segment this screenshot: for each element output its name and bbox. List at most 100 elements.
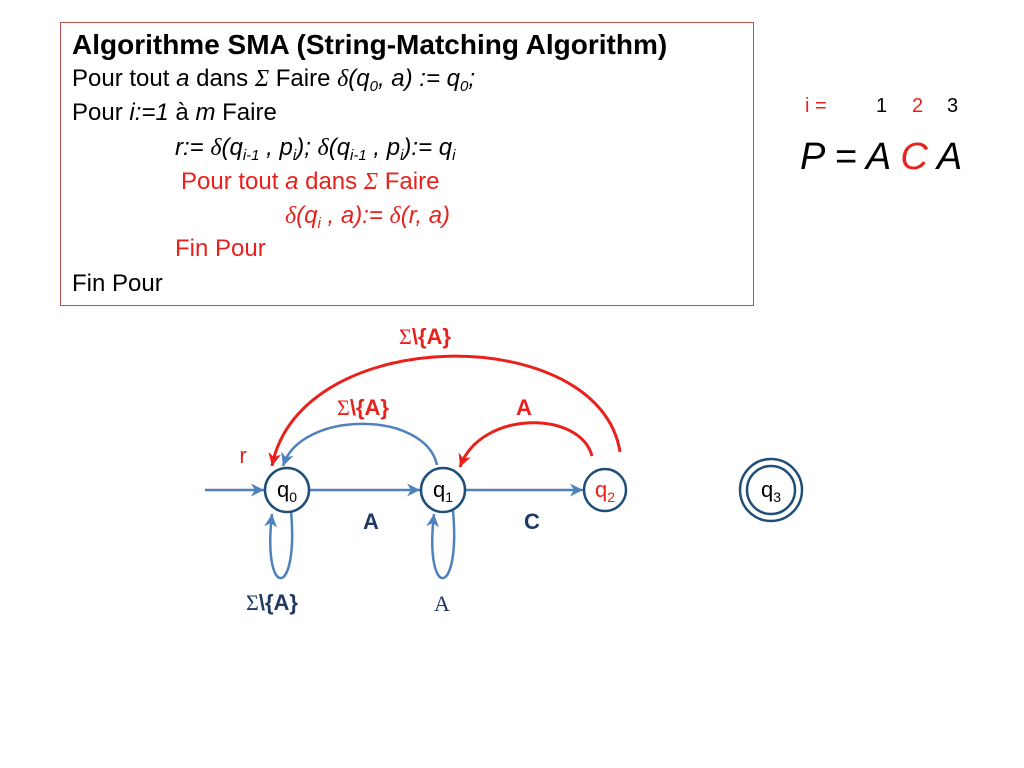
label-q2-q0: Σ\{A}	[399, 324, 451, 349]
text-segment: dans	[298, 168, 364, 195]
state-q3-inner	[745, 464, 797, 516]
pattern-segment: P = A	[800, 136, 901, 178]
sigma-symbol: Σ	[254, 66, 270, 92]
index-3: 3	[947, 95, 959, 117]
text-segment: dans	[189, 65, 255, 92]
loop-q1	[431, 510, 456, 580]
subscript: i	[400, 147, 404, 164]
state-labels: q0 q1 q2 q3	[277, 477, 781, 505]
edge-q1-q0-arrowhead	[281, 451, 294, 466]
state-label-q3: q3	[761, 477, 781, 505]
state-label-q0: q0	[277, 477, 297, 505]
state-subscript: 3	[773, 489, 781, 505]
sigma-symbol: Σ	[363, 169, 379, 195]
text-segment: Pour	[72, 99, 130, 126]
text-segment: r:=	[175, 134, 211, 161]
state-subscript: 0	[289, 489, 297, 505]
sigma-symbol: Σ	[337, 395, 350, 420]
delta-symbol: δ	[337, 66, 349, 92]
state-q1	[419, 466, 467, 514]
algorithm-line-4: Pour tout a dans Σ Faire	[181, 165, 439, 199]
label-text: \{A}	[412, 324, 452, 349]
text-segment: , a) := q	[377, 65, 460, 92]
edges	[205, 354, 622, 580]
text-segment: a	[176, 65, 190, 92]
state-label-q1: q1	[433, 477, 453, 505]
state-name: q	[433, 477, 445, 502]
state-name: q	[277, 477, 289, 502]
delta-symbol: δ	[389, 203, 401, 229]
index-2: 2	[912, 95, 924, 117]
text-segment: , a):=	[320, 202, 390, 229]
state-subscript: 1	[445, 489, 453, 505]
label-text: \{A}	[350, 395, 390, 420]
edge-q2-q1-arrowhead	[458, 452, 471, 467]
loop-q0	[269, 510, 294, 580]
subscript: 0	[369, 78, 378, 95]
edge-q1-q0	[281, 422, 439, 467]
delta-symbol: δ	[210, 135, 222, 161]
label-loop-q0: Σ\{A}	[246, 590, 298, 615]
text-segment: i:=1	[129, 99, 169, 126]
state-q0	[263, 466, 311, 514]
text-segment: ;	[468, 65, 475, 92]
delta-symbol: δ	[317, 135, 329, 161]
edge-q2-q1	[458, 421, 594, 468]
text-segment: (q	[221, 134, 243, 161]
algorithm-title: Algorithme SMA (String-Matching Algorith…	[72, 29, 668, 60]
text-segment: à	[168, 99, 196, 126]
state-name: q	[761, 477, 773, 502]
subscript: i	[292, 147, 297, 164]
state-subscript: 2	[607, 489, 615, 505]
algorithm-line-5: δ(qi , a):= δ(r, a)	[285, 199, 450, 233]
state-q2	[582, 467, 628, 513]
text-segment: , p	[259, 134, 293, 161]
r-label: r	[239, 443, 246, 468]
text-segment: (q	[328, 134, 351, 161]
label-q0-q1: A	[363, 509, 379, 534]
text-segment: a	[285, 168, 299, 195]
sigma-symbol: Σ	[246, 590, 259, 615]
text-segment: Faire	[378, 168, 440, 195]
pattern-string: P = A C A	[800, 135, 962, 179]
edge-q0-q1-arrowhead	[407, 483, 420, 497]
index-1: 1	[876, 95, 888, 117]
edge-q1-q2-arrowhead	[570, 483, 583, 497]
index-label: i =	[805, 95, 827, 117]
algorithm-line-6: Fin Pour	[175, 235, 266, 262]
subscript: i-1	[350, 147, 367, 164]
algorithm-line-3: r:= δ(qi-1 , pi); δ(qi-1 , pi):= qi	[175, 131, 455, 165]
text-segment: (q	[348, 65, 370, 92]
start-arrow-arrowhead	[251, 483, 264, 497]
algorithm-line-1: Pour tout a dans Σ Faire δ(q0, a) := q0;	[72, 62, 475, 96]
pattern-highlight: C	[900, 136, 928, 178]
label-q1-q0: Σ\{A}	[337, 395, 389, 420]
text-segment: , p	[366, 134, 401, 161]
text-segment: Faire	[269, 65, 338, 92]
text-segment: Faire	[215, 99, 277, 126]
edge-labels: r A C Σ\{A} Σ\{A} A Σ\{A} A	[239, 324, 540, 616]
subscript: 0	[459, 78, 469, 95]
text-segment: ):= q	[403, 134, 453, 161]
text-segment: Pour tout	[72, 65, 177, 92]
loop-q1-arrowhead	[426, 514, 439, 528]
label-q1-q2: C	[524, 509, 540, 534]
edge-q2-q0	[270, 354, 622, 467]
sigma-symbol: Σ	[399, 324, 412, 349]
text-segment: (r, a)	[400, 202, 451, 229]
state-label-q2: q2	[595, 477, 615, 505]
text-segment: Pour tout	[181, 168, 286, 195]
states	[263, 457, 804, 523]
pattern-segment: A	[927, 136, 963, 178]
text-segment: );	[296, 134, 318, 161]
algorithm-box: Algorithme SMA (String-Matching Algorith…	[60, 22, 754, 306]
subscript: i	[317, 215, 321, 232]
algorithm-line-7: Fin Pour	[72, 270, 163, 297]
delta-symbol: δ	[285, 203, 297, 229]
edge-q2-q0-arrowhead	[268, 451, 282, 466]
state-name: q	[595, 477, 607, 502]
label-loop-q1: A	[434, 591, 450, 616]
loop-q0-arrowhead	[264, 514, 277, 528]
algorithm-line-2: Pour i:=1 à m Faire	[72, 96, 277, 130]
